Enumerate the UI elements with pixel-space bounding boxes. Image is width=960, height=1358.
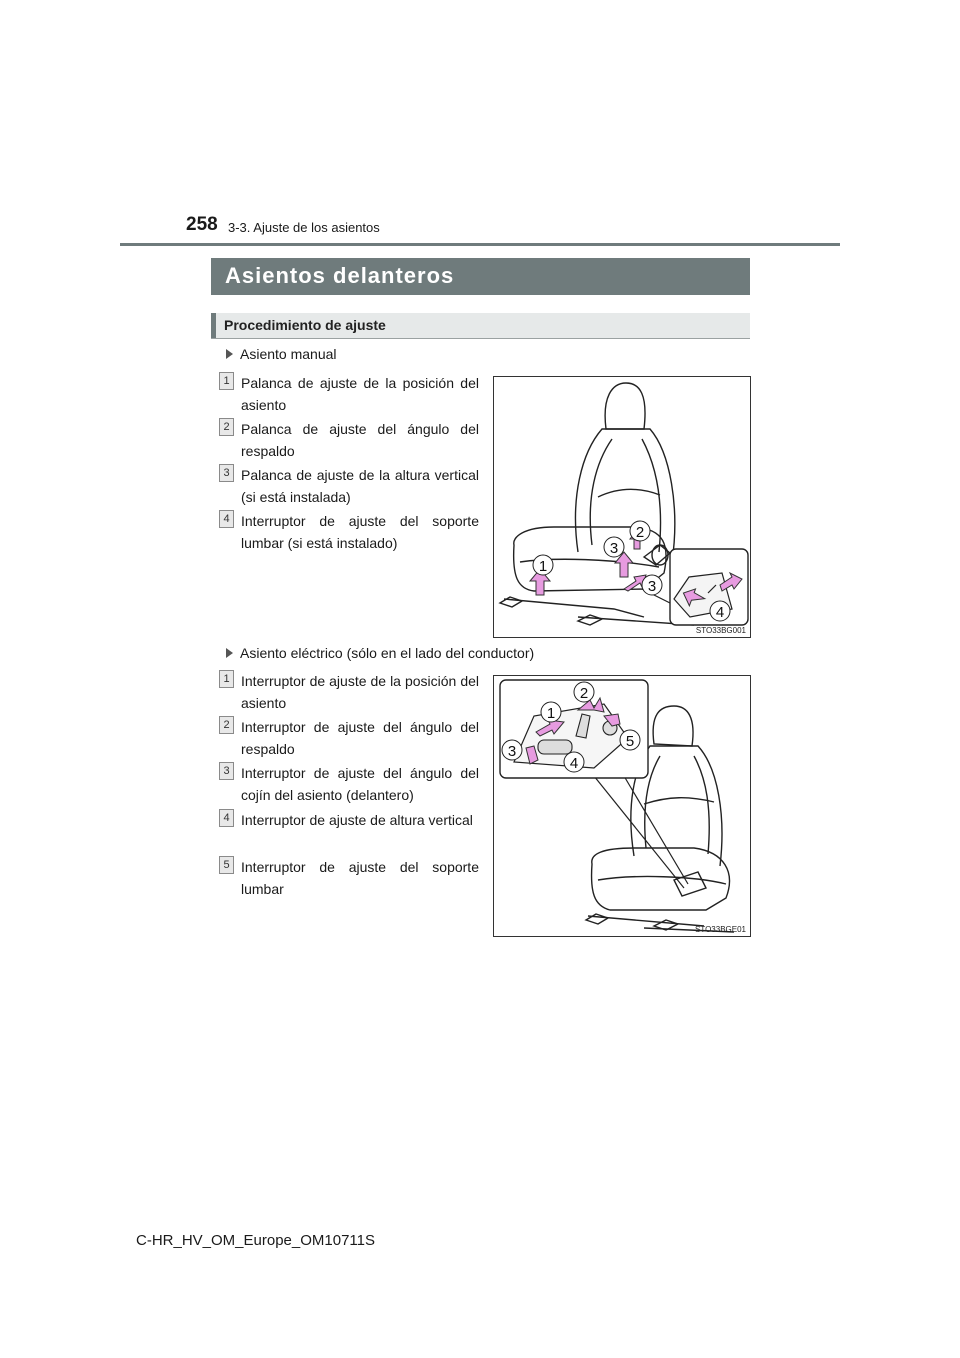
figure-code: STO33BGE01 — [695, 925, 746, 934]
triangle-bullet-icon — [226, 648, 233, 658]
manual-item-4: 4 Interruptor de ajuste del soporte lumb… — [219, 510, 479, 554]
item-number: 2 — [219, 418, 234, 436]
item-number: 4 — [219, 510, 234, 528]
manual-seat-heading-text: Asiento manual — [240, 346, 337, 362]
page-title-bar: Asientos delanteros — [211, 258, 750, 295]
callout-4: 4 — [716, 604, 724, 621]
item-text: Palanca de ajuste de la altura vertical … — [241, 467, 479, 505]
item-number: 3 — [219, 464, 234, 482]
item-number: 4 — [219, 809, 234, 827]
electric-seat-heading-text: Asiento eléctrico (sólo en el lado del c… — [240, 645, 535, 661]
manual-item-3: 3 Palanca de ajuste de la altura vertica… — [219, 464, 479, 508]
callout-2: 2 — [636, 524, 644, 541]
electric-item-4: 4 Interruptor de ajuste de altura vertic… — [219, 809, 479, 831]
electric-seat-heading: Asiento eléctrico (sólo en el lado del c… — [226, 645, 534, 661]
item-number: 1 — [219, 372, 234, 390]
header-divider — [120, 243, 840, 246]
item-number: 2 — [219, 716, 234, 734]
item-text: Interruptor de ajuste del soporte lumbar — [241, 859, 479, 897]
electric-item-3: 3 Interruptor de ajuste del ángulo del c… — [219, 762, 479, 806]
page-number: 258 — [186, 214, 218, 235]
item-number: 5 — [219, 856, 234, 874]
item-text: Interruptor de ajuste de la posición del… — [241, 673, 479, 711]
electric-item-2: 2 Interruptor de ajuste del ángulo del r… — [219, 716, 479, 760]
figure-code: STO33BG001 — [695, 626, 746, 635]
callout-3: 3 — [508, 743, 516, 760]
item-text: Palanca de ajuste del ángulo del respald… — [241, 421, 479, 459]
item-text: Interruptor de ajuste del ángulo del coj… — [241, 765, 479, 803]
item-text: Palanca de ajuste de la posición del asi… — [241, 375, 479, 413]
manual-seat-figure: 1 2 3 3 4 STO33BG001 — [493, 376, 751, 638]
manual-seat-heading: Asiento manual — [226, 346, 337, 362]
item-text: Interruptor de ajuste del ángulo del res… — [241, 719, 479, 757]
subheading-accent — [211, 313, 216, 338]
item-number: 1 — [219, 670, 234, 688]
callout-3: 3 — [610, 540, 618, 557]
callout-1: 1 — [547, 705, 555, 722]
electric-item-1: 1 Interruptor de ajuste de la posición d… — [219, 670, 479, 714]
callout-1: 1 — [539, 558, 547, 575]
item-text: Interruptor de ajuste de altura vertical — [241, 812, 473, 828]
manual-item-1: 1 Palanca de ajuste de la posición del a… — [219, 372, 479, 416]
page-title: Asientos delanteros — [225, 263, 455, 288]
item-text: Interruptor de ajuste del soporte lumbar… — [241, 513, 479, 551]
manual-seat-illustration: 1 2 3 3 4 — [498, 382, 749, 626]
manual-item-2: 2 Palanca de ajuste del ángulo del respa… — [219, 418, 479, 462]
footer-document-id: C-HR_HV_OM_Europe_OM10711S — [136, 1232, 375, 1249]
subheading: Procedimiento de ajuste — [224, 317, 386, 333]
electric-seat-figure: 1 2 3 4 5 STO33BGE01 — [493, 675, 751, 937]
subheading-bar: Procedimiento de ajuste — [211, 313, 750, 339]
callout-5: 5 — [626, 733, 634, 750]
callout-4: 4 — [570, 755, 578, 772]
electric-seat-illustration: 1 2 3 4 5 — [499, 679, 735, 933]
callout-3b: 3 — [648, 578, 656, 595]
item-number: 3 — [219, 762, 234, 780]
triangle-bullet-icon — [226, 349, 233, 359]
section-reference: 3-3. Ajuste de los asientos — [228, 220, 380, 235]
electric-item-5: 5 Interruptor de ajuste del soporte lumb… — [219, 856, 479, 900]
callout-2: 2 — [580, 685, 588, 702]
